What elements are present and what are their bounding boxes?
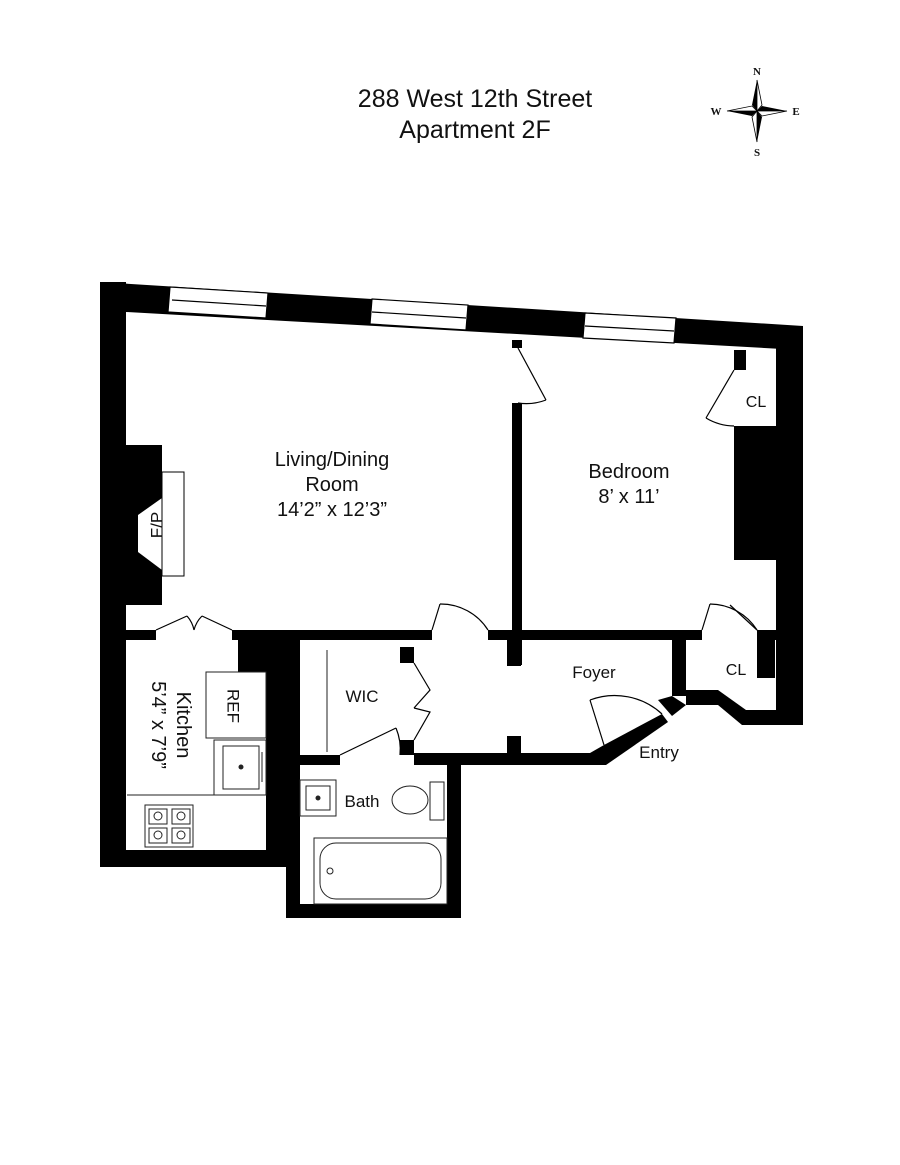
compass-west-label: W	[711, 106, 722, 118]
living-room-label-line1: Living/Dining	[275, 449, 390, 471]
title-apartment: Apartment 2F	[399, 116, 551, 144]
fireplace-label: F/P	[147, 512, 166, 538]
compass-rose-icon: N S E W	[711, 66, 800, 159]
foyer-label: Foyer	[572, 663, 616, 682]
entry-label: Entry	[639, 743, 679, 762]
bath-label: Bath	[345, 792, 380, 811]
bedroom-dimensions: 8’ x 11’	[598, 486, 659, 508]
room-labels: Living/Dining Room 14’2” x 12’3” Bedroom…	[147, 394, 766, 811]
wic-label: WIC	[345, 687, 378, 706]
living-room-dimensions: 14’2” x 12’3”	[277, 499, 387, 521]
living-room-label-line2: Room	[305, 474, 358, 496]
doors	[155, 347, 758, 756]
bath-fixtures	[299, 779, 448, 905]
kitchen-dimensions: 5’4” x 7’9”	[147, 681, 169, 769]
fireplace-mass	[126, 445, 162, 605]
bedroom-chase	[734, 438, 776, 560]
windows	[167, 286, 677, 344]
compass-south-label: S	[754, 147, 760, 159]
door-bedroom	[517, 347, 547, 401]
refrigerator-box	[205, 671, 267, 739]
foyer-closet-label: CL	[726, 662, 747, 679]
fireplace-hearth	[161, 471, 185, 577]
compass-east-label: E	[792, 106, 799, 118]
west-wall	[100, 282, 126, 867]
bedroom-closet-label: CL	[746, 394, 767, 411]
compass-north-label: N	[753, 66, 761, 78]
living-bedroom-wall	[512, 403, 522, 665]
toilet-icon	[391, 785, 429, 815]
kitchen-label: Kitchen	[172, 692, 194, 759]
kitchen-fixtures	[127, 671, 267, 848]
east-wall	[776, 326, 803, 725]
walls	[100, 282, 803, 918]
bedroom-label: Bedroom	[588, 461, 669, 483]
plan-title: 288 West 12th Street Apartment 2F	[300, 84, 650, 146]
title-address: 288 West 12th Street	[357, 85, 593, 113]
refrigerator-label: REF	[224, 689, 243, 723]
